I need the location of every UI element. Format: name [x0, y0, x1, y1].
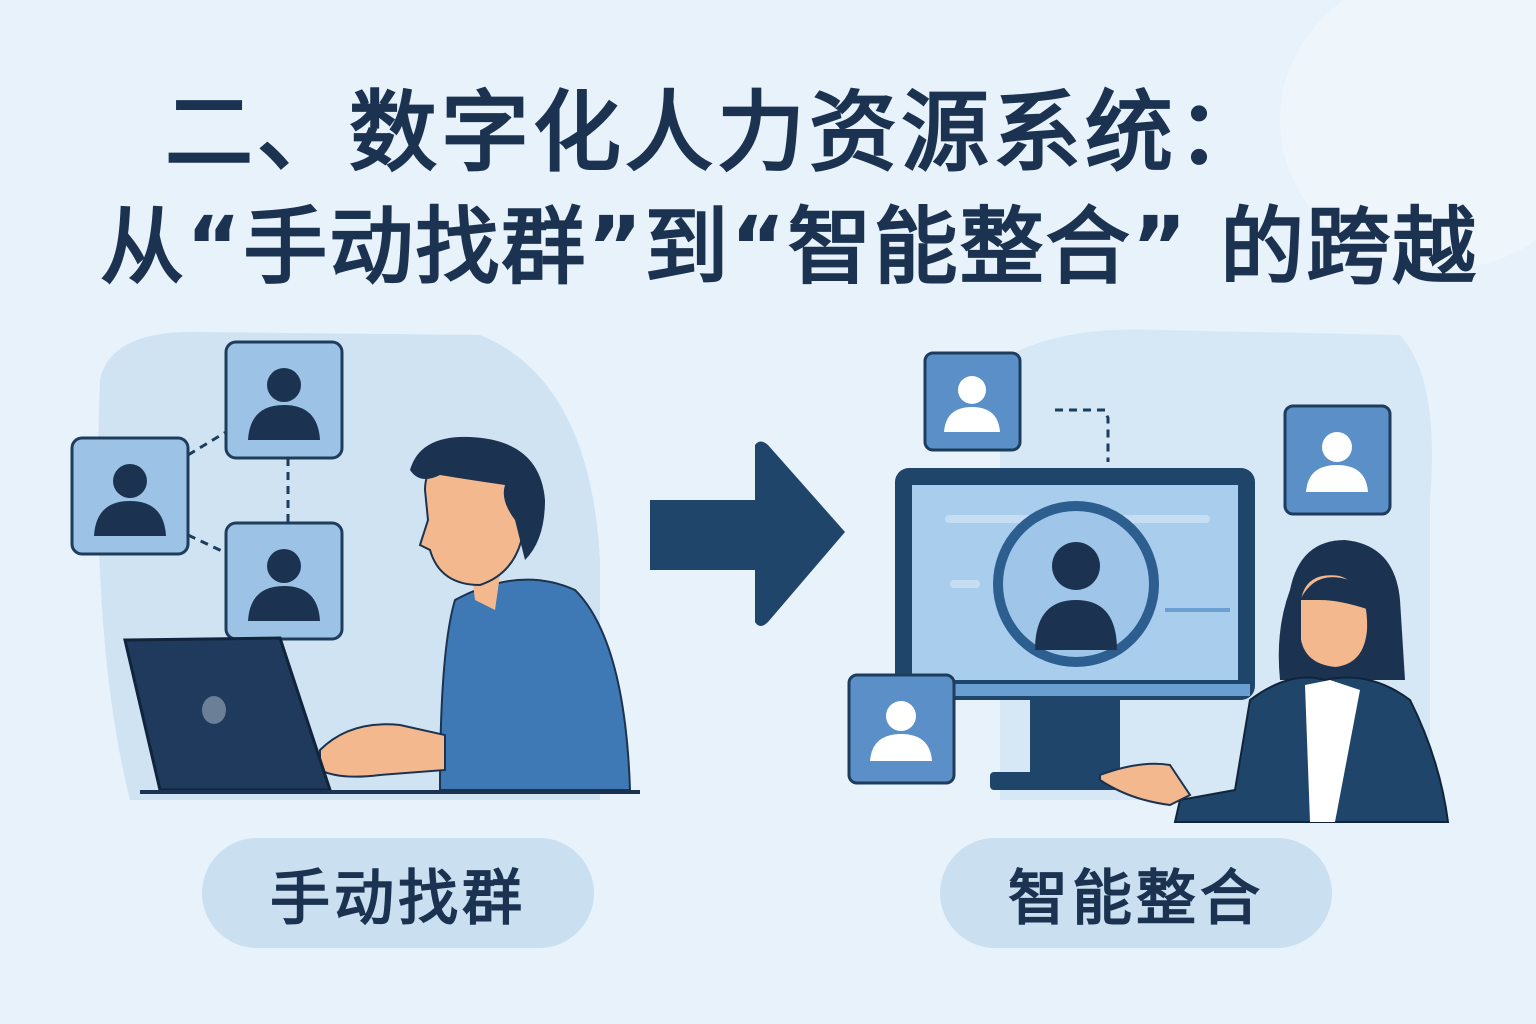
profile-card	[70, 436, 190, 556]
profile-card	[923, 351, 1022, 452]
profile-card	[224, 340, 344, 460]
label-manual-search: 手动找群	[202, 838, 594, 948]
network-lines	[187, 430, 290, 555]
bg-blob	[1280, 0, 1536, 270]
woman-presenting	[1099, 540, 1450, 823]
profile-card	[224, 521, 344, 641]
page-subtitle: 从“手动找群”到“智能整合” 的跨越	[100, 198, 1479, 296]
profile-card	[847, 673, 956, 785]
label-smart-integration: 智能整合	[940, 838, 1332, 948]
man-at-laptop	[123, 436, 640, 794]
page-title: 二、数字化人力资源系统：	[165, 81, 1270, 184]
profile-card	[1283, 404, 1392, 516]
arrow-right-icon	[650, 441, 845, 626]
